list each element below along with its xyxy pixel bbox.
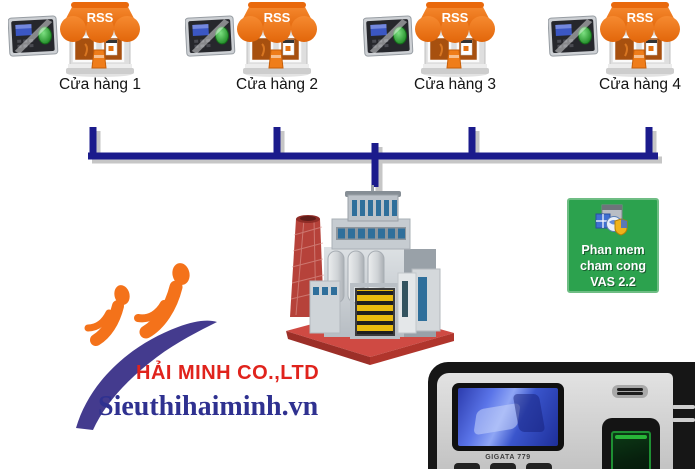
shop-awning-label: RSS	[87, 10, 114, 25]
store-group-1: RSS Cửa hàng 1	[8, 0, 168, 98]
website-name: Sieuthihaiminh.vn	[98, 391, 319, 422]
device-keypad-button	[526, 463, 552, 469]
shop-icon: RSS	[600, 2, 680, 77]
store-label: Cửa hàng 1	[59, 76, 141, 93]
shop-awning-label: RSS	[627, 10, 654, 25]
software-label-line: Phan mem	[581, 243, 645, 257]
store-group-2: RSS Cửa hàng 2	[185, 0, 345, 98]
screen-image-shadow	[512, 394, 546, 432]
company-logo-graphic	[76, 263, 217, 430]
head-office-factory-icon	[286, 185, 454, 365]
software-label-line: VAS 2.2	[590, 275, 636, 289]
device-keypad-button	[490, 463, 516, 469]
logo-figure-right	[134, 280, 183, 339]
logo-swoosh	[76, 320, 217, 430]
attendance-terminal-icon	[185, 15, 236, 57]
software-shortcut-icon[interactable]: Phan mem cham cong VAS 2.2	[567, 198, 659, 293]
device-keypad	[454, 463, 552, 469]
device-keypad-button	[454, 463, 480, 469]
fingerprint-scanner	[602, 418, 660, 469]
side-notch	[672, 418, 695, 422]
store-label: Cửa hàng 2	[236, 76, 318, 93]
installer-icon	[595, 204, 628, 236]
shop-icon: RSS	[60, 2, 140, 77]
store-label: Cửa hàng 3	[414, 76, 496, 93]
device-screen-bezel	[452, 383, 564, 451]
store-label: Cửa hàng 4	[599, 76, 681, 93]
company-name: HẢI MINH CO.,LTD	[136, 362, 320, 384]
fingerprint-device: GIGATA 779	[428, 362, 695, 469]
attendance-terminal-icon	[363, 15, 414, 57]
screen-image-highlight	[473, 402, 521, 436]
device-screen	[458, 388, 558, 446]
side-notch	[672, 405, 695, 409]
shop-icon: RSS	[415, 2, 495, 77]
attendance-terminal-icon	[548, 15, 599, 57]
software-label-line: cham cong	[580, 259, 646, 273]
shop-awning-label: RSS	[442, 10, 469, 25]
store-group-4: RSS Cửa hàng 4	[548, 0, 695, 98]
device-model-label: GIGATA 779	[485, 454, 531, 461]
shop-icon: RSS	[237, 2, 317, 77]
fingerprint-scanner-window	[611, 431, 651, 469]
shop-awning-label: RSS	[264, 10, 291, 25]
speaker-grille	[612, 385, 648, 398]
attendance-terminal-icon	[8, 15, 59, 57]
store-group-3: RSS Cửa hàng 3	[363, 0, 523, 98]
logo-figure-left	[84, 300, 124, 346]
